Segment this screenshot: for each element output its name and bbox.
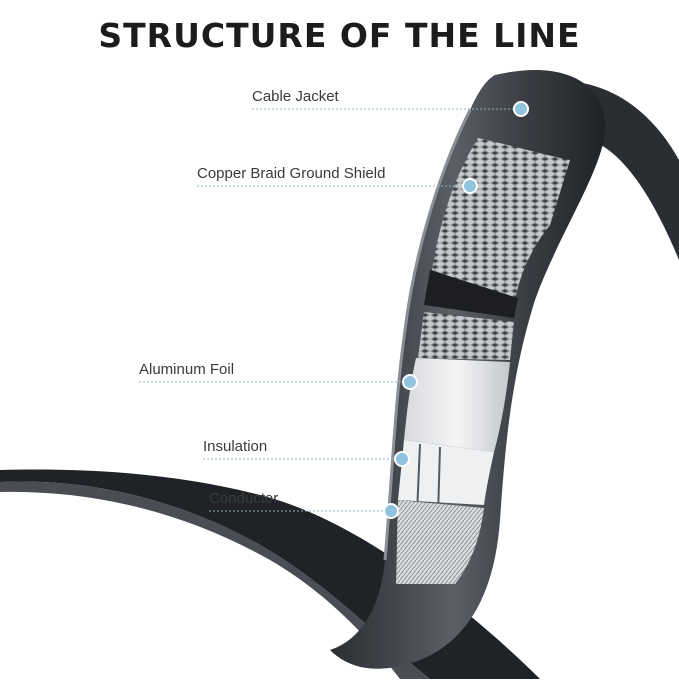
page-title: STRUCTURE OF THE LINE [0,16,679,55]
label-aluminum-foil: Aluminum Foil [139,361,234,378]
label-cable-jacket: Cable Jacket [252,88,339,105]
label-copper-braid-ground-shield: Copper Braid Ground Shield [197,165,385,182]
label-conductor: Conductor [209,490,278,507]
label-insulation: Insulation [203,438,267,455]
